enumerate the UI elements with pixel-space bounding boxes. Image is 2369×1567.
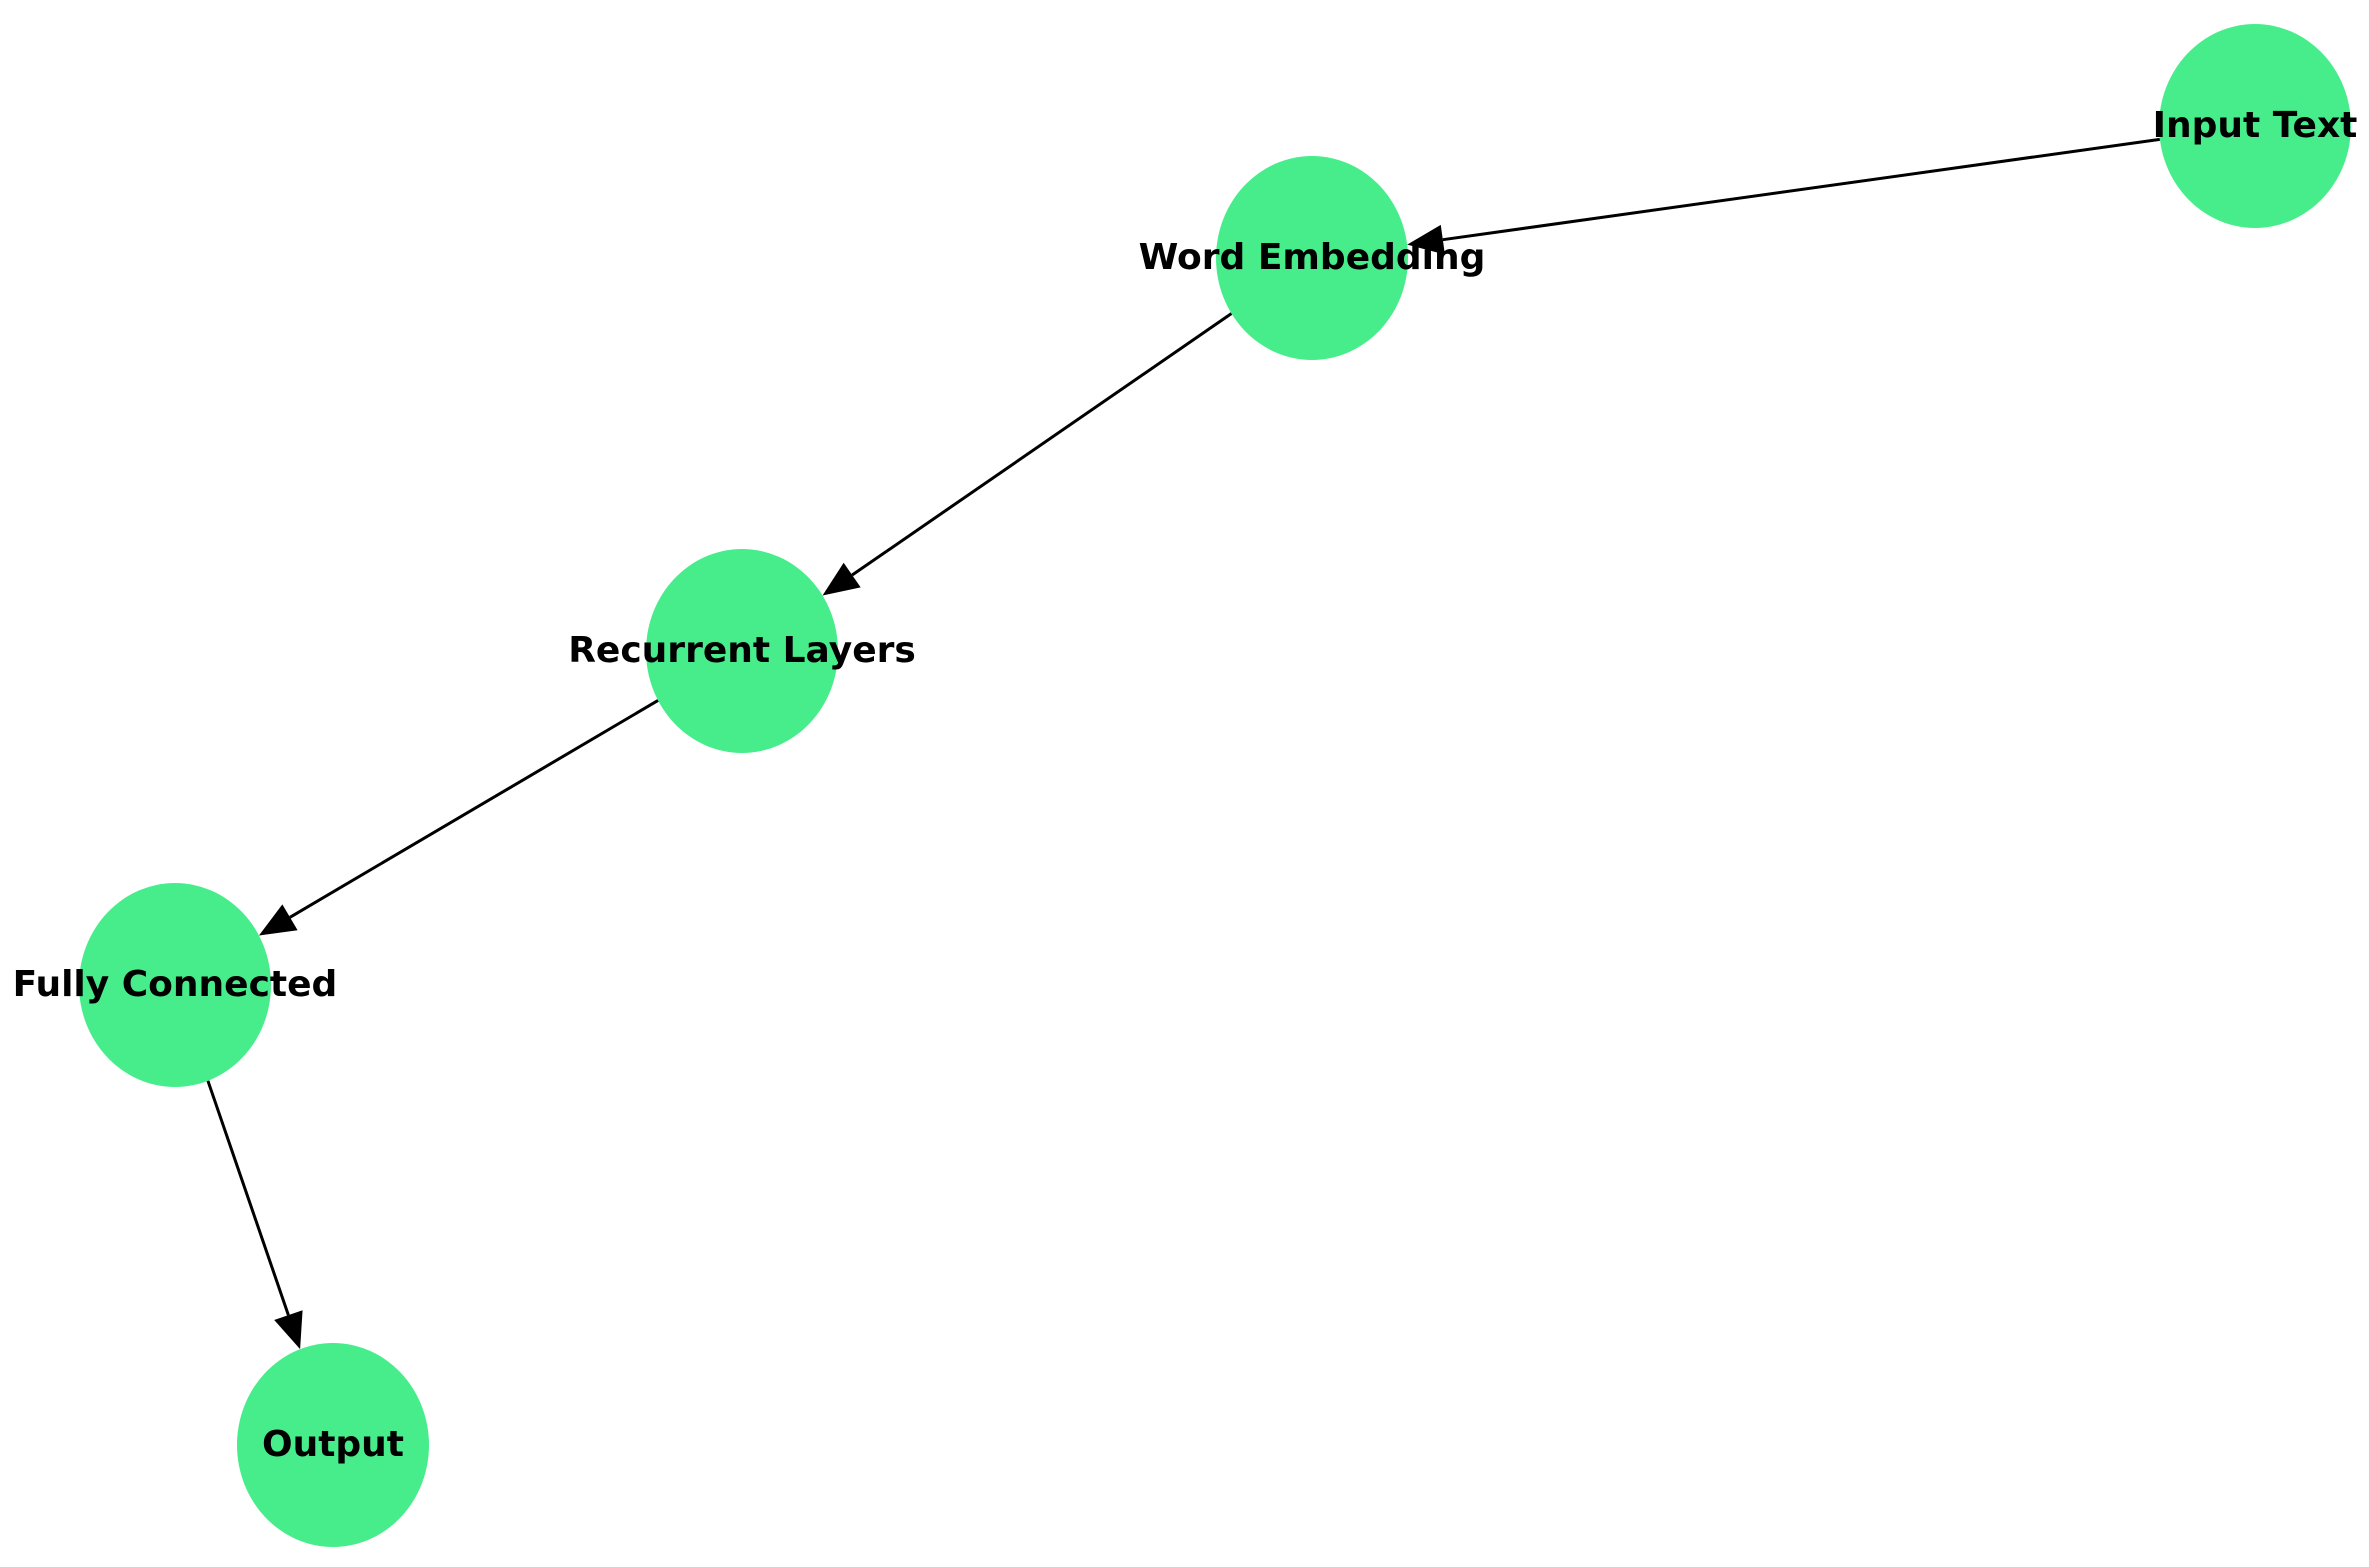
node-word-embedding: Word Embedding [1139, 156, 1486, 360]
node-input-text: Input Text [2153, 24, 2358, 228]
node-circle [646, 549, 838, 753]
edges-layer [206, 137, 2161, 1350]
node-label: Output [262, 1424, 404, 1465]
edge-input-text-to-word-embedding [1407, 137, 2161, 255]
node-circle [237, 1343, 429, 1547]
arrowhead [274, 1310, 303, 1350]
edge-line [206, 1080, 290, 1316]
arrowhead [1407, 224, 1445, 255]
node-fully-connected: Fully Connected [13, 883, 338, 1087]
node-label: Fully Connected [13, 964, 338, 1005]
edge-recurrent-layers-to-fully-connected [258, 699, 659, 936]
arrowhead [258, 904, 298, 936]
node-output: Output [237, 1343, 429, 1547]
edge-line [851, 312, 1233, 577]
arrowhead [822, 562, 861, 596]
node-recurrent-layers: Recurrent Layers [568, 549, 916, 753]
edge-word-embedding-to-recurrent-layers [822, 312, 1233, 596]
edge-line [1442, 137, 2161, 242]
node-label: Word Embedding [1139, 237, 1486, 278]
node-circle [79, 883, 271, 1087]
edge-fully-connected-to-output [206, 1080, 303, 1350]
node-circle [1216, 156, 1408, 360]
node-label: Recurrent Layers [568, 630, 916, 671]
edge-line [289, 699, 659, 919]
node-label: Input Text [2153, 105, 2358, 146]
node-circle [2159, 24, 2351, 228]
